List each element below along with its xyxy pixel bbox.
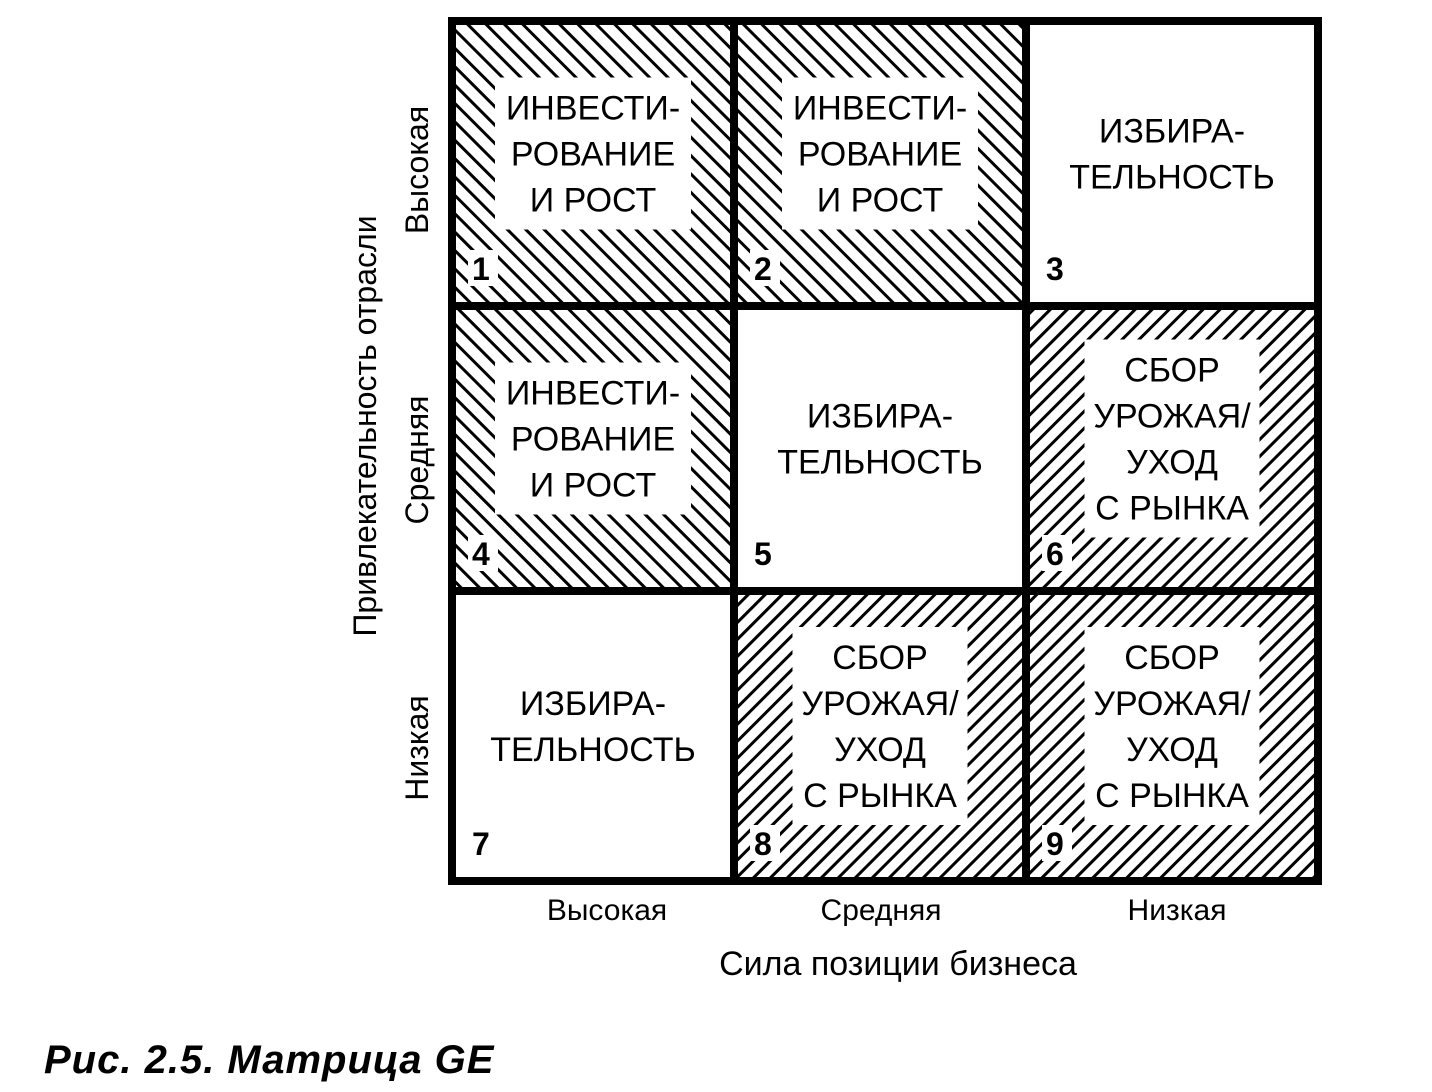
cell-label-line: ИЗБИРА-: [1099, 113, 1245, 151]
cell-label-line: С РЫНКА: [1095, 777, 1249, 815]
x-level-medium: Средняя: [821, 894, 942, 927]
cell-label-line: УХОД: [1126, 731, 1218, 769]
cell-label-line: СБОР: [1124, 639, 1220, 677]
cell-label-line: ИЗБИРА-: [807, 398, 953, 436]
cell-label-line: ТЕЛЬНОСТЬ: [1069, 159, 1275, 197]
cell-number: 5: [754, 536, 772, 572]
y-level-medium: Средняя: [399, 396, 435, 525]
cell-number-backdrop: [750, 825, 780, 861]
cell-label-line: РОВАНИЕ: [511, 136, 675, 174]
matrix-cell-9: СБОР УРОЖАЯ/УХОД С РЫНКА 9: [1026, 591, 1318, 881]
cell-label-line: СБОР: [832, 639, 928, 677]
cell-number: 9: [1046, 826, 1064, 862]
cell-label-line: И РОСТ: [817, 182, 943, 220]
cell-number-backdrop: [1042, 825, 1072, 861]
cell-background: [734, 306, 1026, 591]
cell-label-line: И РОСТ: [530, 467, 656, 505]
y-axis-title: Привлекательность отрасли: [347, 215, 383, 636]
cell-number-backdrop: [468, 535, 498, 571]
cell-label-backdrop: [1084, 627, 1260, 825]
cell-number: 8: [754, 826, 772, 862]
cell-label-line: ТЕЛЬНОСТЬ: [777, 444, 983, 482]
cell-number-backdrop: [1042, 535, 1072, 571]
matrix-cell-5: ИЗБИРА- ТЕЛЬНОСТЬ 5: [734, 306, 1026, 591]
cell-number: 2: [754, 251, 772, 287]
cell-number-backdrop: [468, 250, 498, 286]
cell-number: 3: [1046, 251, 1064, 287]
cell-label-backdrop: [495, 362, 691, 515]
cell-label-line: ТЕЛЬНОСТЬ: [490, 731, 696, 769]
cell-label-line: И РОСТ: [530, 182, 656, 220]
x-axis-title: Сила позиции бизнеса: [719, 945, 1077, 983]
matrix-cell-6: СБОР УРОЖАЯ/УХОД С РЫНКА 6: [1026, 306, 1318, 591]
cell-label-line: УХОД: [1126, 444, 1218, 482]
cell-number-backdrop: [750, 250, 780, 286]
cell-number: 6: [1046, 536, 1064, 572]
matrix-cell-8: СБОР УРОЖАЯ/УХОД С РЫНКА 8: [734, 591, 1026, 881]
matrix-cell-3: ИЗБИРА- ТЕЛЬНОСТЬ 3: [1026, 21, 1318, 306]
cell-label-line: УРОЖАЯ/: [801, 685, 959, 723]
cell-label-line: ИНВЕСТИ-: [506, 375, 680, 413]
cell-number: 7: [472, 826, 490, 862]
matrix-cell-4: ИНВЕСТИ- РОВАНИЕ И РОСТ 4: [452, 306, 734, 591]
cell-label-line: УХОД: [834, 731, 926, 769]
cell-label-backdrop: [782, 77, 978, 230]
cell-label-line: РОВАНИЕ: [798, 136, 962, 174]
y-level-low: Низкая: [399, 695, 435, 800]
cell-label-line: СБОР: [1124, 352, 1220, 390]
cell-number: 4: [472, 536, 490, 572]
cell-label-backdrop: [495, 77, 691, 230]
figure-caption: Рис. 2.5. Матрица GE: [44, 1038, 495, 1082]
cell-label-line: ИНВЕСТИ-: [793, 90, 967, 128]
matrix-cell-2: ИНВЕСТИ- РОВАНИЕ И РОСТ 2: [734, 21, 1026, 306]
cell-label-line: УРОЖАЯ/: [1093, 685, 1251, 723]
cell-label-backdrop: [1084, 339, 1260, 538]
cell-label-line: ИНВЕСТИ-: [506, 90, 680, 128]
x-level-low: Низкая: [1128, 894, 1227, 927]
y-level-high: Высокая: [399, 106, 435, 234]
cell-background: [1026, 21, 1318, 306]
cell-label-backdrop: [792, 627, 968, 825]
cell-label-line: ИЗБИРА-: [520, 685, 666, 723]
ge-matrix-diagram: Привлекательность отрасли Высокая Средня…: [347, 17, 1322, 983]
matrix-frame: [448, 17, 1322, 885]
cell-label-line: УРОЖАЯ/: [1093, 398, 1251, 436]
x-level-high: Высокая: [547, 894, 667, 927]
cell-label-line: РОВАНИЕ: [511, 421, 675, 459]
cell-label-line: С РЫНКА: [803, 777, 957, 815]
matrix-cell-7: ИЗБИРА- ТЕЛЬНОСТЬ 7: [452, 591, 734, 881]
cell-background: [452, 591, 734, 881]
matrix-cell-1: ИНВЕСТИ- РОВАНИЕ И РОСТ 1: [452, 21, 734, 306]
cell-label-line: С РЫНКА: [1095, 490, 1249, 528]
cell-number: 1: [472, 251, 490, 287]
